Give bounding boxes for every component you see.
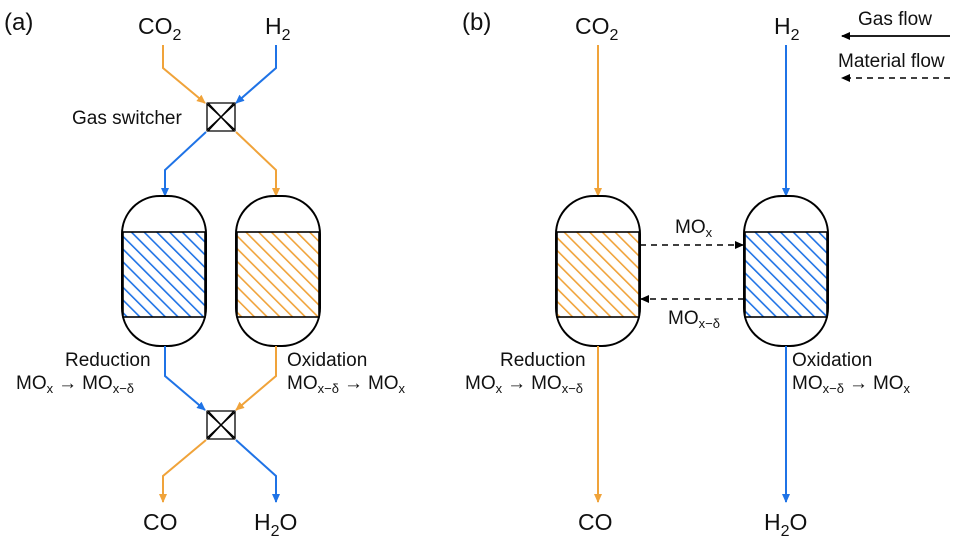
panel-b-transfer-top-label: MOx <box>675 217 713 240</box>
panel-a-h2-label: H2 <box>265 13 291 44</box>
panel-a-h2-to-left-reactor-line <box>161 131 207 197</box>
panel-a-h2-in-line <box>235 45 277 104</box>
panel-b-reduction-equation: MOx→MOx−δ <box>465 373 583 396</box>
panel-a: (a) CO2 H2 Gas switcher Reduction MOx→M <box>4 9 406 540</box>
panel-a-co2-to-right-reactor-line <box>235 131 280 197</box>
panel-b-tag: (b) <box>462 9 491 36</box>
panel-a-co-label: CO <box>143 509 178 535</box>
panel-b-oxidation-equation: MOx−δ→MOx <box>792 373 911 396</box>
panel-a-right-reactor-out-line <box>235 346 277 411</box>
panel-a-reduction-reactor <box>121 195 207 347</box>
panel-a-co-out-line <box>159 439 207 503</box>
legend-material-flow-label: Material flow <box>838 51 945 72</box>
panel-a-reduction-title: Reduction <box>65 350 151 371</box>
panel-a-gas-switcher-bottom-icon <box>206 410 236 440</box>
panel-b-h2-label: H2 <box>774 13 800 44</box>
panel-b-co2-label: CO2 <box>575 13 619 44</box>
panel-b-oxidation-reactor <box>743 195 829 347</box>
panel-a-co2-in-line <box>162 45 206 104</box>
panel-b-co-label: CO <box>578 509 613 535</box>
panel-a-oxidation-reactor <box>235 195 321 347</box>
panel-a-gas-switcher-top-icon <box>206 102 236 132</box>
legend-gas-flow-label: Gas flow <box>858 9 932 30</box>
panel-b-reduction-title: Reduction <box>500 350 586 371</box>
panel-a-oxidation-title: Oxidation <box>287 350 367 371</box>
panel-a-oxidation-equation: MOx−δ→MOx <box>287 373 406 396</box>
panel-a-tag: (a) <box>4 9 33 36</box>
panel-a-gas-switcher-label: Gas switcher <box>72 108 182 129</box>
panel-a-h2o-label: H2O <box>254 509 297 540</box>
panel-a-h2o-out-line <box>235 439 280 503</box>
panel-b-reduction-reactor <box>555 195 641 347</box>
panel-a-left-reactor-out-line <box>164 346 206 411</box>
panel-b-transfer-bottom-label: MOx−δ <box>668 308 720 331</box>
panel-b: (b) CO2 H2 MOx MOx−δ Reduction MOx→MOx−δ… <box>462 9 950 540</box>
panel-b-oxidation-title: Oxidation <box>792 350 872 371</box>
panel-b-h2o-label: H2O <box>764 509 807 540</box>
panel-a-reduction-equation: MOx→MOx−δ <box>16 373 134 396</box>
legend: Gas flow Material flow <box>838 9 950 82</box>
panel-a-co2-label: CO2 <box>138 13 182 44</box>
